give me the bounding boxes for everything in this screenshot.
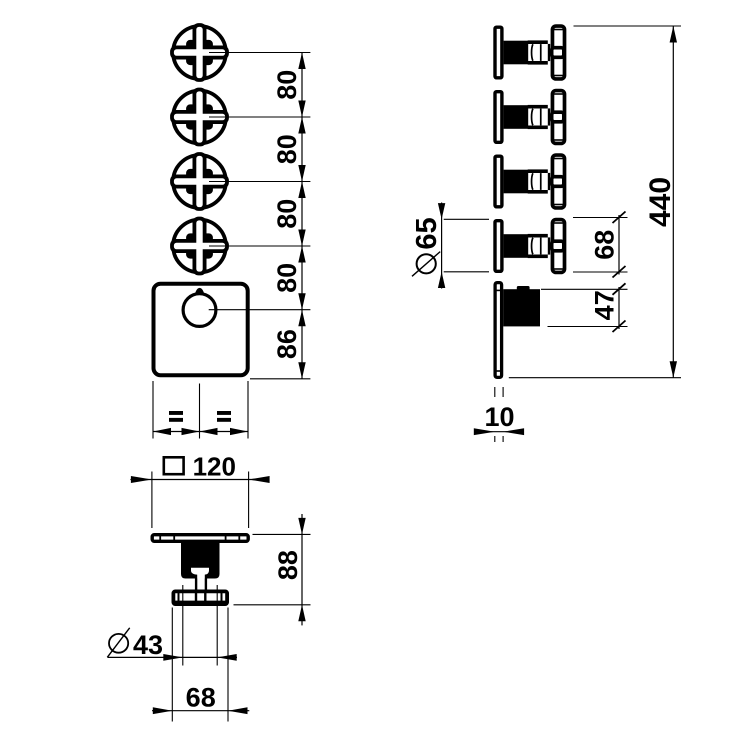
svg-text:80: 80	[272, 199, 302, 229]
svg-text:65: 65	[411, 217, 443, 249]
svg-text:68: 68	[590, 230, 620, 260]
svg-text:80: 80	[272, 70, 302, 100]
svg-text:10: 10	[484, 402, 514, 432]
svg-text:68: 68	[186, 682, 216, 712]
svg-text:80: 80	[272, 263, 302, 293]
svg-text:88: 88	[273, 550, 303, 580]
svg-text:47: 47	[590, 290, 620, 320]
svg-text:440: 440	[644, 177, 677, 227]
svg-text:120: 120	[193, 452, 236, 482]
svg-text:80: 80	[272, 134, 302, 164]
svg-text:86: 86	[272, 329, 302, 359]
svg-text:43: 43	[133, 630, 163, 660]
